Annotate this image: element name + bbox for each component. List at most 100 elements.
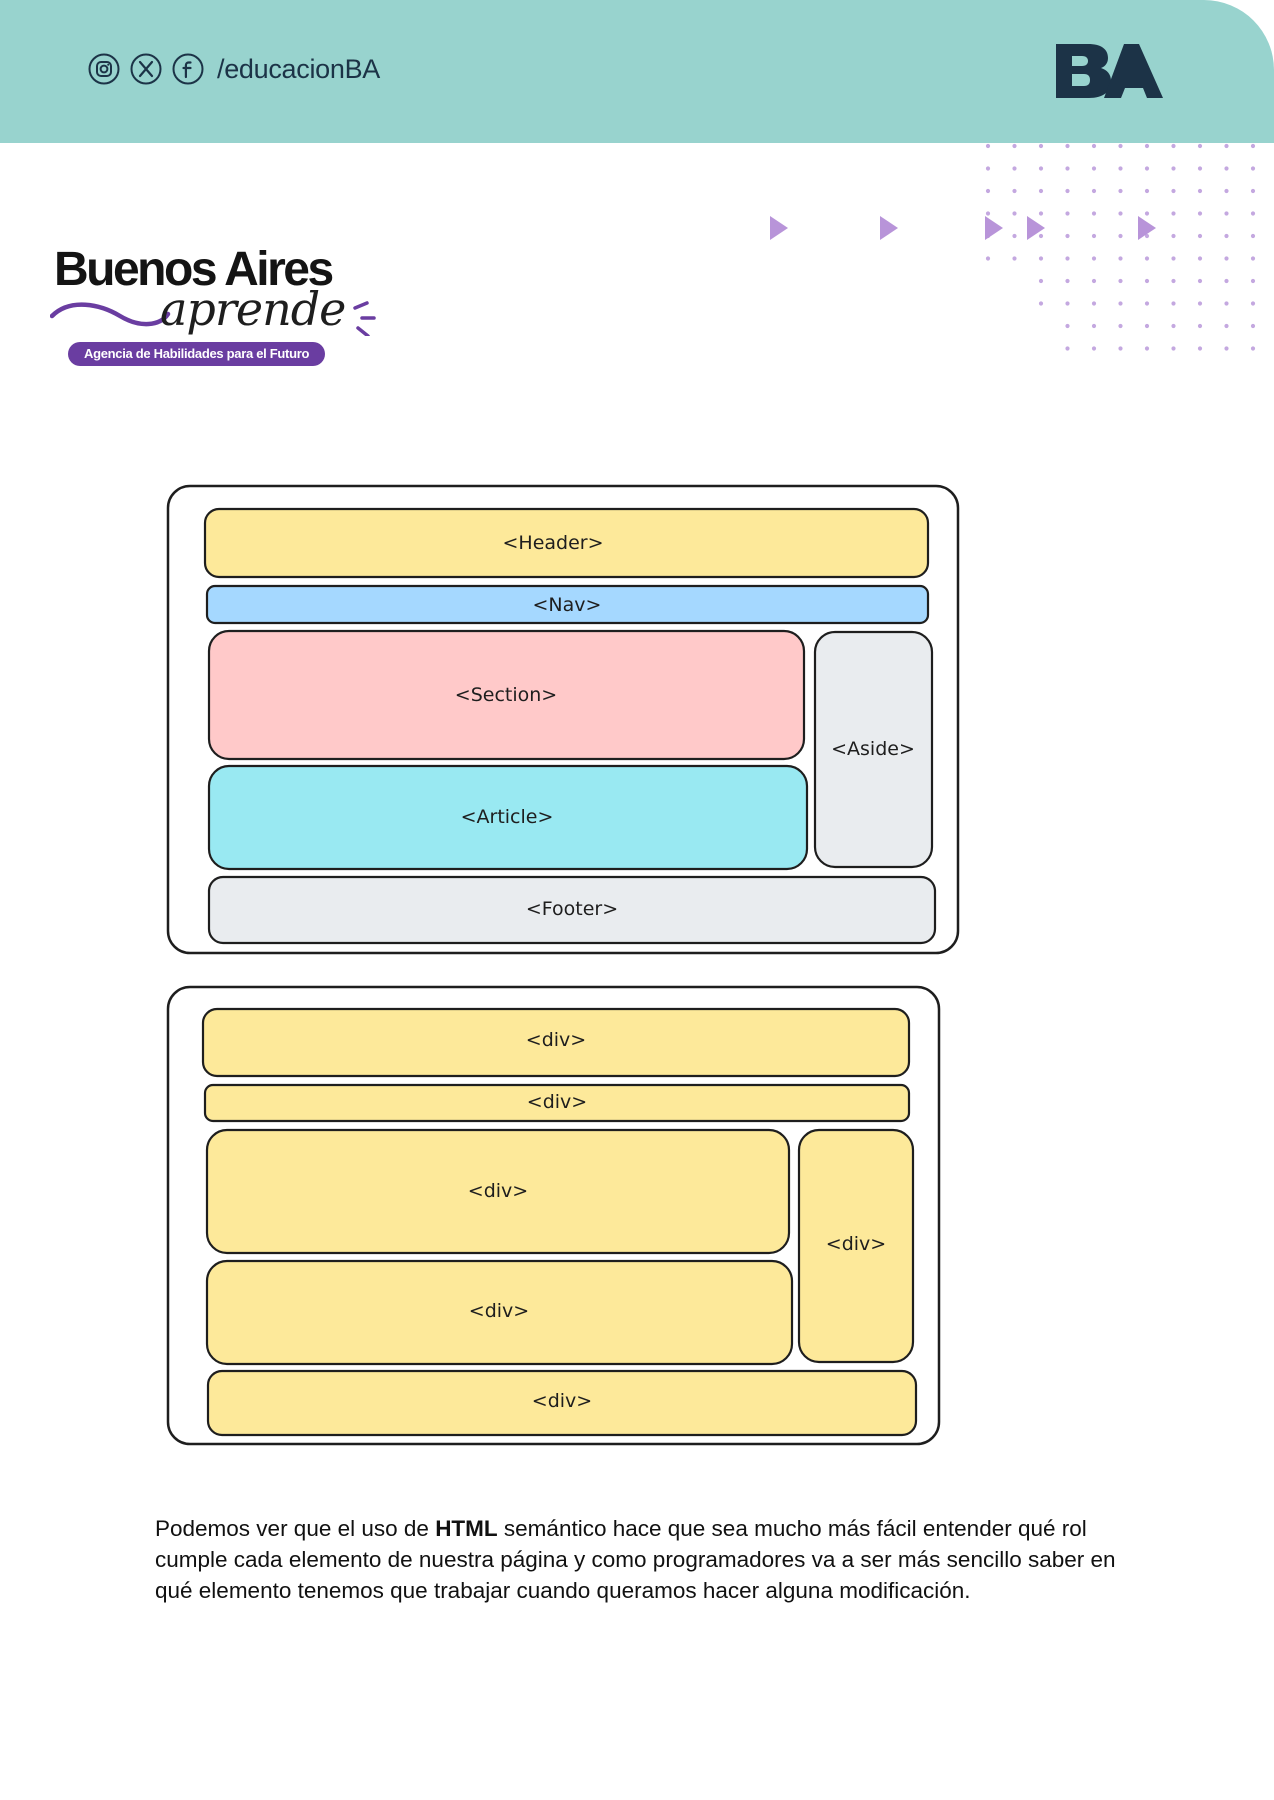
brand-title: Buenos Aires	[54, 243, 334, 296]
decorative-dot	[1038, 233, 1044, 239]
decorative-dot	[1224, 256, 1229, 261]
decorative-dot	[1171, 256, 1176, 261]
decorative-dot	[1065, 188, 1070, 194]
play-triangle-icon	[770, 216, 788, 240]
decorative-dot	[1250, 188, 1256, 194]
decorative-dot	[1197, 166, 1203, 171]
instagram-icon[interactable]	[88, 53, 120, 85]
decorative-dot	[985, 188, 991, 194]
decorative-dot	[1091, 188, 1097, 194]
div-footer-box	[206, 1369, 918, 1437]
decorative-dot	[1144, 188, 1150, 194]
decorative-dot	[1224, 143, 1229, 149]
decorative-dot	[1091, 278, 1097, 284]
decorative-dot	[1038, 301, 1044, 306]
decorative-dot	[1012, 211, 1017, 216]
decorative-dot	[1250, 323, 1256, 329]
decorative-dot	[1197, 278, 1203, 284]
decorative-dot	[1038, 211, 1044, 216]
semantic-nav-label: <Nav>	[533, 594, 602, 616]
decorative-dot	[1118, 256, 1123, 261]
decorative-dot	[1091, 166, 1097, 171]
decorative-dot	[1224, 188, 1229, 194]
decorative-dot	[1012, 166, 1017, 171]
decorative-dot	[1171, 301, 1176, 306]
semantic-nav-box	[205, 584, 930, 625]
decorative-dot	[1065, 211, 1070, 216]
decorative-dot	[1118, 188, 1123, 194]
decorative-dot	[1118, 233, 1123, 239]
decorative-dot	[1144, 256, 1150, 261]
decorative-dot	[1197, 301, 1203, 306]
decorative-dot	[1091, 233, 1097, 239]
decorative-dot	[985, 256, 991, 261]
decorative-dot	[1171, 233, 1176, 239]
caption-bold-html: HTML	[435, 1515, 498, 1541]
div-header-box	[201, 1007, 911, 1078]
decorative-dot	[1224, 166, 1229, 171]
decorative-dot	[1197, 346, 1203, 351]
div-nav-box	[203, 1083, 911, 1123]
decorative-dot	[1118, 323, 1123, 329]
decorative-dot	[1224, 233, 1229, 239]
decorative-dot	[1012, 256, 1017, 261]
decorative-dot	[1038, 256, 1044, 261]
decorative-dot	[1065, 256, 1070, 261]
play-triangle-icon	[880, 216, 898, 240]
facebook-icon[interactable]	[172, 53, 204, 85]
decorative-dot	[1171, 346, 1176, 351]
decorative-dot	[1144, 278, 1150, 284]
decorative-dot	[1091, 256, 1097, 261]
div-section-label: <div>	[468, 1180, 528, 1202]
semantic-header-label: <Header>	[502, 532, 603, 554]
decorative-dot	[1091, 346, 1097, 351]
semantic-aside-label: <Aside>	[831, 738, 915, 760]
decorative-dot	[1171, 166, 1176, 171]
decorative-dot	[1065, 323, 1070, 329]
decorative-dot	[1144, 346, 1150, 351]
decorative-dot	[1250, 301, 1256, 306]
decorative-dot	[1065, 346, 1070, 351]
decorative-dot	[1144, 323, 1150, 329]
semantic-section-label: <Section>	[455, 684, 557, 706]
semantic-aside-box	[813, 630, 934, 869]
decorative-dot	[1118, 278, 1123, 284]
decorative-dot	[1197, 143, 1203, 149]
swoosh-icon	[50, 301, 376, 336]
decorative-dot	[1065, 301, 1070, 306]
decorative-dot-pattern	[770, 143, 1256, 351]
x-icon[interactable]	[130, 53, 162, 85]
decorative-dot	[1224, 323, 1229, 329]
decorative-dot	[1197, 256, 1203, 261]
div-nav-label: <div>	[527, 1091, 587, 1113]
decorative-dot	[1118, 301, 1123, 306]
ba-logo	[1056, 44, 1163, 98]
play-triangle-icon	[985, 216, 1003, 240]
decorative-dot	[1091, 143, 1097, 149]
decorative-dot	[1144, 233, 1150, 239]
semantic-section-box	[207, 629, 806, 761]
decorative-dot	[985, 211, 991, 216]
decorative-dot	[985, 166, 991, 171]
semantic-footer-box	[207, 875, 937, 945]
play-triangle-icon	[1138, 216, 1156, 240]
social-handle[interactable]: /educacionBA	[217, 53, 381, 84]
decorative-dot	[1224, 278, 1229, 284]
decorative-dot	[1144, 166, 1150, 171]
decorative-dot	[1038, 188, 1044, 194]
brand-tagline: Agencia de Habilidades para el Futuro	[68, 342, 326, 366]
div-aside-box	[797, 1128, 915, 1364]
div-aside-label: <div>	[826, 1233, 886, 1255]
decorative-dot	[1065, 166, 1070, 171]
decorative-dot	[1224, 211, 1229, 216]
decorative-dot	[1012, 143, 1017, 149]
decorative-dot	[1224, 301, 1229, 306]
decorative-dot	[1224, 346, 1229, 351]
decorative-dot	[1197, 323, 1203, 329]
div-footer-label: <div>	[532, 1390, 592, 1412]
decorative-dot	[1250, 278, 1256, 284]
decorative-dot	[1250, 143, 1256, 149]
decorative-dot	[1250, 346, 1256, 351]
caption-text-end: semántico hace que sea mucho más fácil e…	[155, 1515, 1116, 1603]
